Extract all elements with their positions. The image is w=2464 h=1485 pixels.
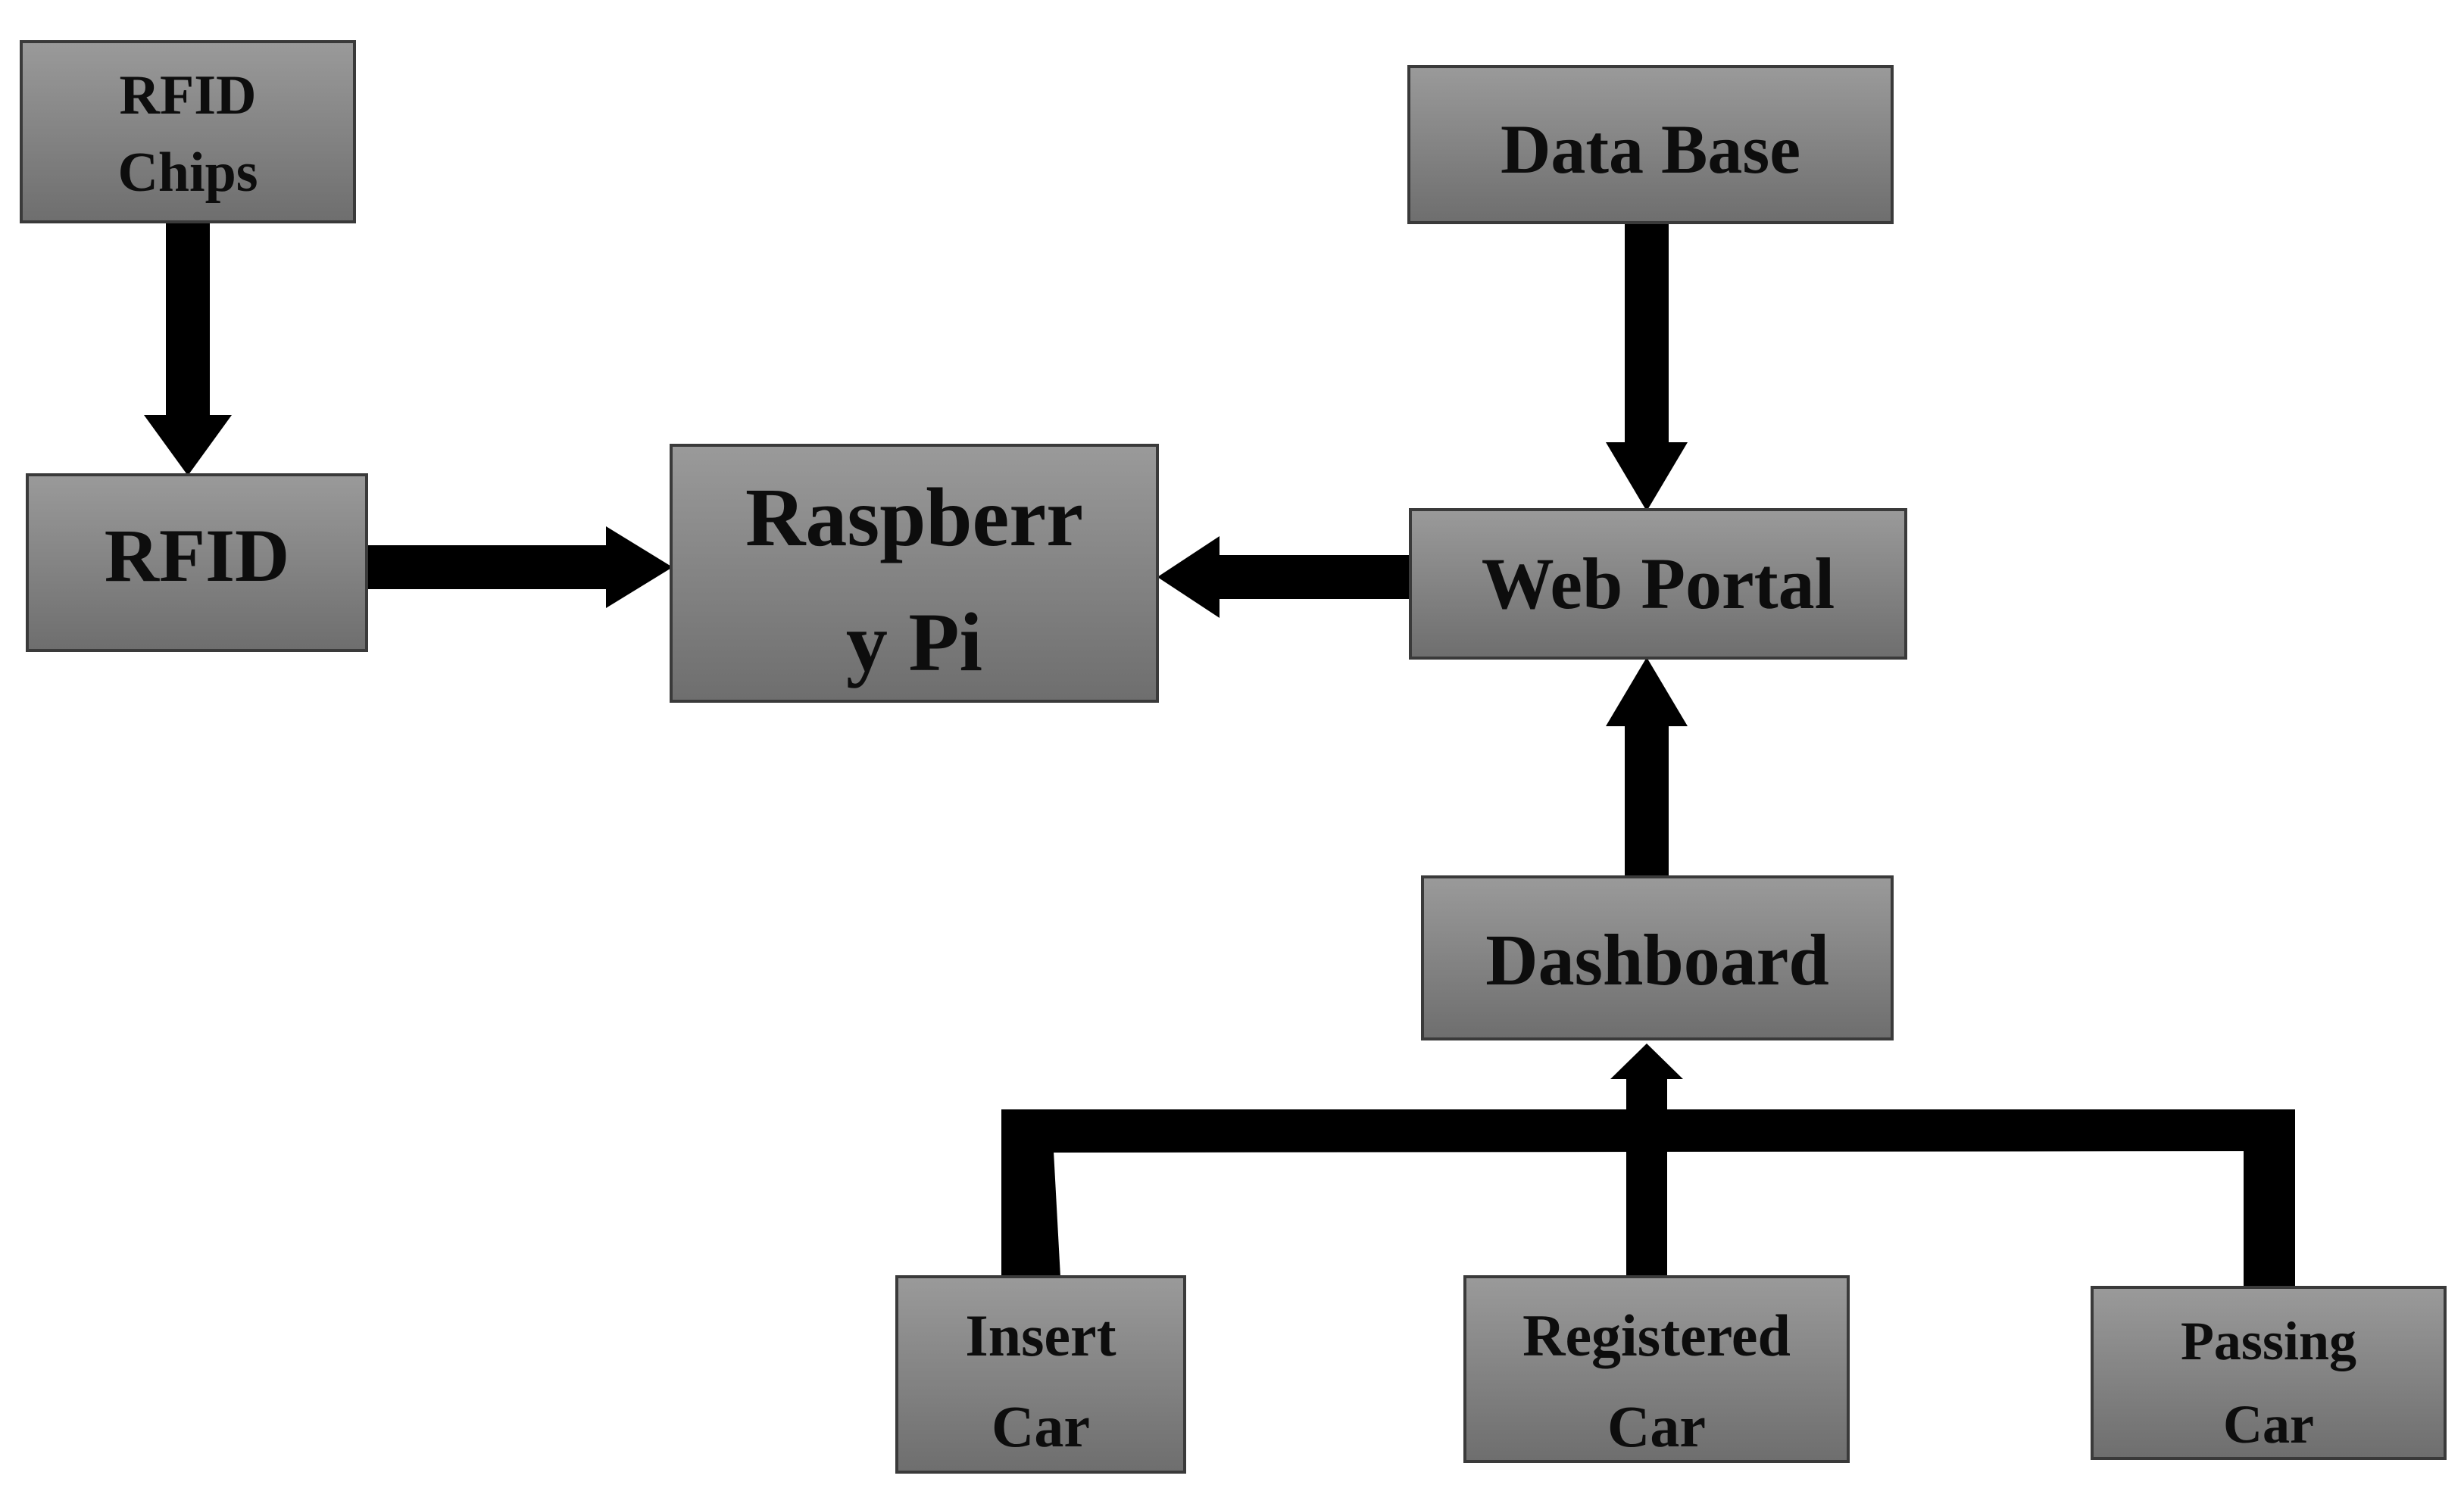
- node-label: Web Portal: [1482, 543, 1835, 624]
- edge-children-to-dashboard: [1001, 1044, 2295, 1287]
- node-rfid: RFID: [26, 473, 368, 652]
- node-label: Insert: [965, 1302, 1116, 1368]
- node-label: Car: [1607, 1393, 1706, 1459]
- node-label: Car: [2223, 1394, 2314, 1455]
- node-web-portal: Web Portal: [1409, 508, 1907, 660]
- node-label: Registered: [1522, 1302, 1791, 1368]
- edge-database-to-web-portal: [1606, 223, 1688, 511]
- edge-rfid-to-raspberry-pi: [367, 526, 673, 608]
- node-label: Dashboard: [1485, 919, 1828, 1000]
- edge-web-portal-to-raspberry-pi: [1157, 536, 1412, 618]
- node-label: Car: [992, 1393, 1090, 1459]
- node-label: Chips: [117, 142, 258, 204]
- node-label: Passing: [2181, 1311, 2356, 1371]
- node-database: Data Base: [1407, 65, 1894, 224]
- connectors: [144, 221, 2295, 1287]
- node-rfid-chips: RFID Chips: [20, 40, 356, 223]
- node-label: Data Base: [1501, 111, 1800, 188]
- node-label: RFID: [120, 64, 257, 126]
- node-label: Raspberr: [745, 471, 1083, 563]
- node-registered-car: Registered Car: [1463, 1275, 1850, 1463]
- nodes: RFID Chips RFID Raspberr y Pi Data Base …: [20, 40, 2447, 1474]
- edge-dashboard-to-web-portal: [1606, 657, 1688, 878]
- node-raspberry-pi: Raspberr y Pi: [670, 444, 1159, 703]
- node-dashboard: Dashboard: [1421, 875, 1894, 1040]
- edge-rfid-chips-to-rfid: [144, 221, 232, 476]
- node-insert-car: Insert Car: [895, 1275, 1186, 1474]
- node-label: y Pi: [846, 596, 982, 688]
- node-label: RFID: [105, 513, 289, 597]
- node-passing-car: Passing Car: [2091, 1286, 2447, 1460]
